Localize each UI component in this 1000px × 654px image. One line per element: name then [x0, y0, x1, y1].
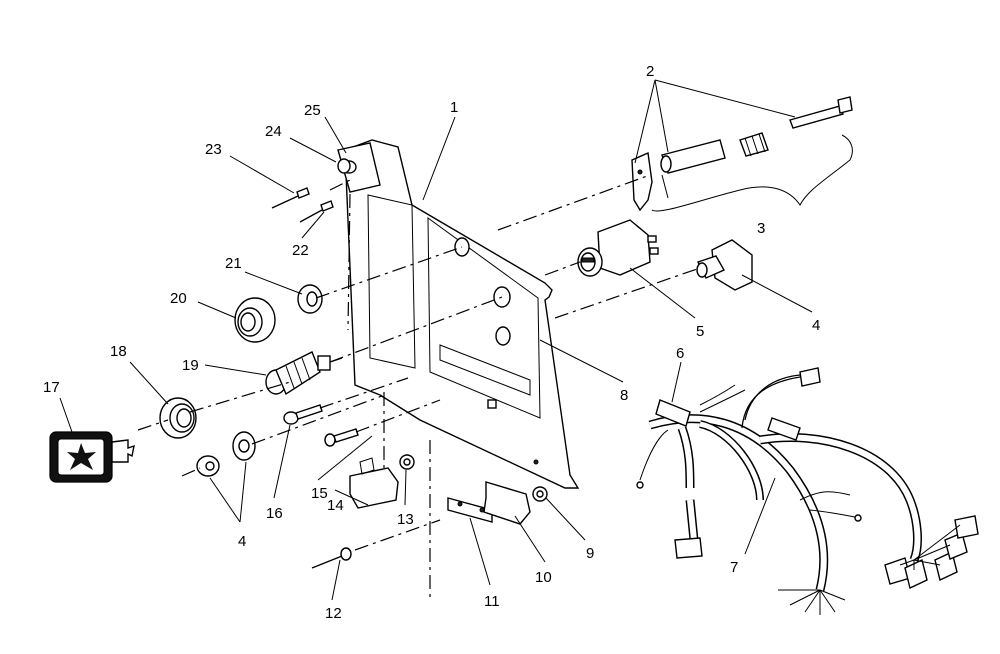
callout-3: 3: [757, 220, 765, 237]
callout-17: 17: [43, 379, 60, 396]
dash-panel: [344, 139, 580, 489]
latch-assembly: [631, 96, 853, 212]
leader-lines: [59, 79, 813, 601]
callout-19: 19: [182, 357, 199, 374]
callout-15: 15: [311, 485, 328, 502]
knurled-nut: [234, 297, 276, 343]
callout-18: 18: [110, 343, 127, 360]
callout-14: 14: [327, 497, 344, 514]
toggle-switch: [696, 239, 753, 291]
nut-and-washer: [196, 431, 256, 477]
retainer-clip: [349, 457, 399, 509]
callout-20: 20: [170, 290, 187, 307]
wiring-harness: [636, 367, 979, 615]
hex-nut-13: [399, 454, 415, 470]
callout-7: 7: [730, 559, 738, 576]
callout-22: 22: [292, 242, 309, 259]
wire-terminal-22: [299, 200, 334, 223]
bezel-nut: [159, 397, 197, 439]
callout-labels: 1 2 3 4 5 6 7 8 9 10 11 12 13 14 15 16 1…: [43, 63, 820, 622]
callout-4-right: 4: [812, 317, 820, 334]
mounting-bracket: [337, 142, 381, 193]
callout-2: 2: [646, 63, 654, 80]
switch-body: [265, 351, 343, 396]
callout-9: 9: [586, 545, 594, 562]
callout-13: 13: [397, 511, 414, 528]
hex-nut-9: [532, 486, 548, 502]
callout-16: 16: [266, 505, 283, 522]
wire-terminal-23: [271, 187, 310, 209]
assembly-lines: [137, 174, 701, 600]
callout-10: 10: [535, 569, 552, 586]
callout-23: 23: [205, 141, 222, 158]
callout-21: 21: [225, 255, 242, 272]
ignition-key: [49, 431, 135, 483]
callout-5: 5: [696, 323, 704, 340]
callout-4-left: 4: [238, 533, 246, 550]
callout-1: 1: [450, 99, 458, 116]
callout-25: 25: [304, 102, 321, 119]
callout-6: 6: [676, 345, 684, 362]
callout-12: 12: [325, 605, 342, 622]
rivet: [311, 547, 352, 569]
ignition-switch: [577, 219, 659, 277]
callout-11: 11: [484, 593, 500, 610]
callout-24: 24: [265, 123, 282, 140]
callout-8: 8: [620, 387, 628, 404]
bolt: [283, 404, 323, 425]
lock-washer: [297, 284, 323, 314]
screw: [324, 428, 359, 447]
